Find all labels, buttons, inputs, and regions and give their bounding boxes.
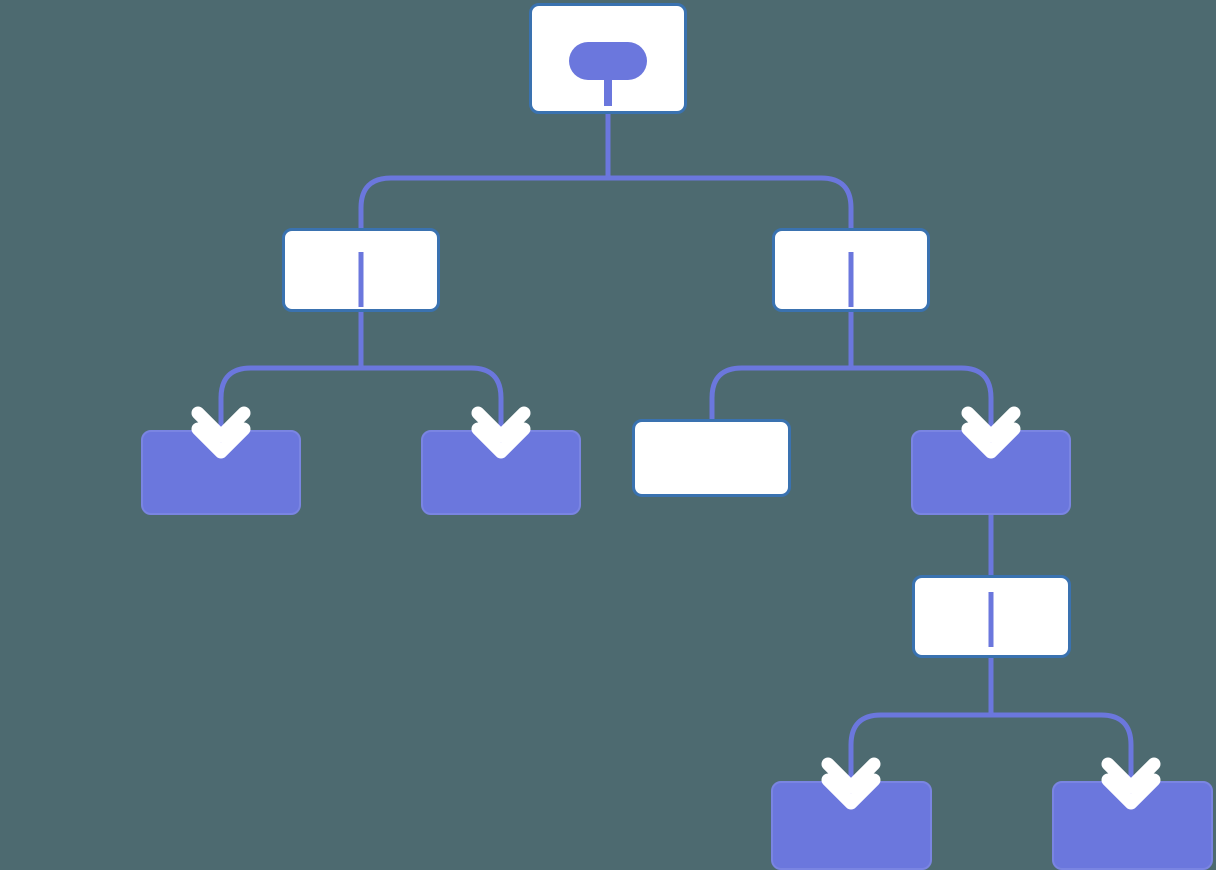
node-branch-right[interactable] <box>772 228 930 312</box>
node-branch-sub-lower[interactable] <box>912 575 1071 658</box>
node-leaf-empty-right[interactable] <box>632 419 791 497</box>
node-branch-left[interactable] <box>282 228 440 312</box>
node-root[interactable] <box>529 3 687 114</box>
node-leaf-bottom-2[interactable] <box>1052 781 1213 870</box>
node-leaf-bottom-1[interactable] <box>771 781 932 870</box>
node-branch-sub-right[interactable] <box>911 430 1071 515</box>
node-leaf-left-1[interactable] <box>141 430 301 515</box>
node-leaf-left-2[interactable] <box>421 430 581 515</box>
